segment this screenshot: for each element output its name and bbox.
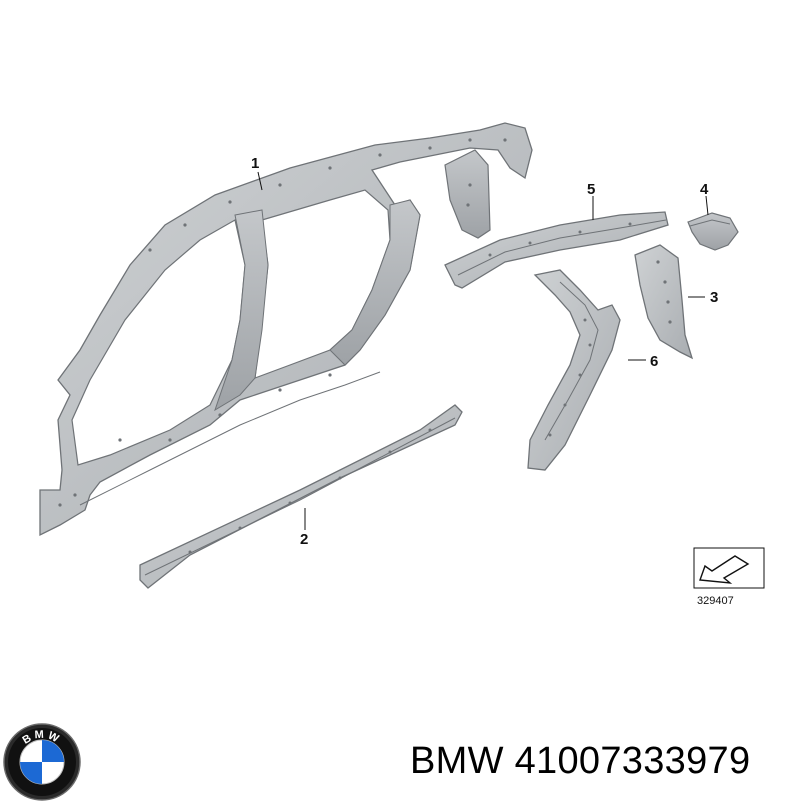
bracket-body xyxy=(687,212,739,251)
side-frame-window-rear xyxy=(254,189,391,379)
wheel-arch-part[interactable] xyxy=(527,269,621,471)
rear-rail-edge xyxy=(457,219,667,276)
c-pillar-shade xyxy=(329,199,421,366)
side-frame-holes xyxy=(58,138,507,507)
bracket-fold xyxy=(689,219,731,227)
side-frame-part[interactable] xyxy=(39,122,533,537)
sill-panel-body xyxy=(139,404,463,589)
callout-4: 4 xyxy=(700,181,709,198)
reference-arrow-icon xyxy=(699,555,750,584)
leader-line-4 xyxy=(705,195,709,216)
bracket-part[interactable] xyxy=(687,212,739,251)
svg-text:BMW: BMW xyxy=(20,729,63,747)
sill-panel-part[interactable] xyxy=(139,404,463,589)
rear-panel-holes xyxy=(656,260,672,324)
b-pillar-shade xyxy=(214,209,269,412)
leader-line-1 xyxy=(257,171,263,191)
rear-bracket xyxy=(444,149,491,239)
wheel-arch-edge xyxy=(544,281,599,441)
leader-lines xyxy=(257,171,709,530)
callout-2: 2 xyxy=(300,531,308,548)
diagram-reference-box: 329407 xyxy=(693,547,765,607)
rear-panel-body xyxy=(634,244,694,360)
callout-5: 5 xyxy=(587,181,595,198)
sill-panel-edge xyxy=(144,417,456,576)
bmw-logo-icon: BMW xyxy=(3,723,81,801)
rear-panel-part[interactable] xyxy=(634,244,694,360)
rear-rail-holes xyxy=(488,222,632,257)
rear-rail-body xyxy=(444,211,669,289)
part-number-caption: BMW 41007333979 xyxy=(410,740,751,782)
sill-panel-holes xyxy=(188,428,432,554)
wheel-arch-body xyxy=(527,269,621,471)
rocker-lower-edge xyxy=(79,371,381,506)
diagram-code: 329407 xyxy=(697,595,734,607)
logo-lettering: BMW xyxy=(20,729,60,747)
callout-6: 6 xyxy=(650,353,658,370)
callout-1: 1 xyxy=(251,155,259,172)
wheel-arch-holes xyxy=(548,318,592,437)
callout-3: 3 xyxy=(710,289,718,306)
rear-rail-part[interactable] xyxy=(444,211,669,289)
